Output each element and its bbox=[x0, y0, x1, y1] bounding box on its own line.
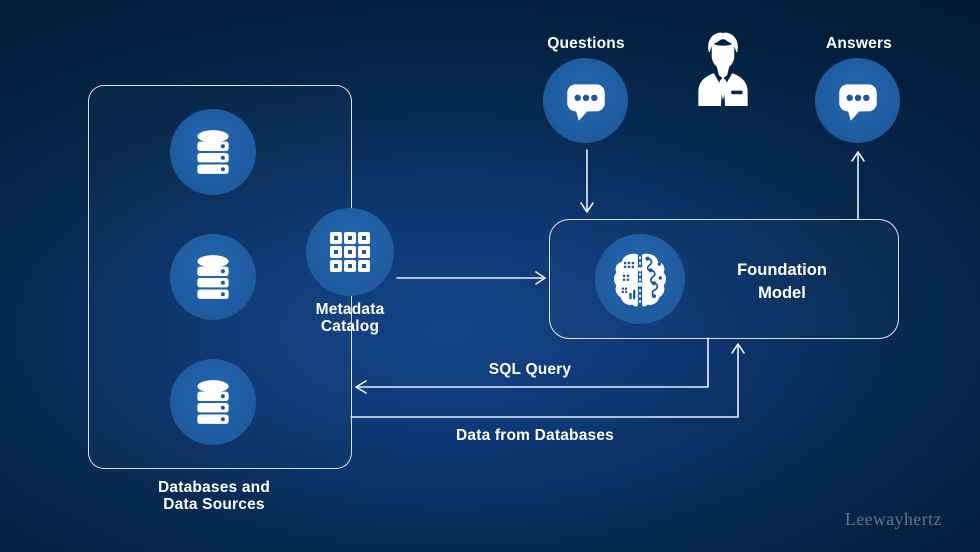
database-node-1 bbox=[170, 109, 256, 195]
questions-label: Questions bbox=[547, 35, 625, 52]
brain-icon bbox=[612, 249, 668, 309]
chat-bubble-icon bbox=[833, 76, 883, 126]
chat-bubble-icon bbox=[561, 76, 611, 126]
arrow-catalog-to-model bbox=[396, 271, 546, 285]
foundation-model-label: Foundation Model bbox=[737, 261, 827, 303]
metadata-catalog-label: Metadata Catalog bbox=[315, 301, 385, 336]
user-node bbox=[692, 30, 754, 106]
arrow-data-from-databases bbox=[350, 343, 745, 418]
questions-node bbox=[543, 58, 628, 143]
arrow-questions-to-model bbox=[580, 149, 594, 213]
foundation-model-node bbox=[595, 234, 685, 324]
database-icon bbox=[188, 377, 238, 427]
businessman-icon bbox=[692, 30, 754, 106]
databases-label: Databases and Data Sources bbox=[157, 479, 271, 514]
answers-node bbox=[815, 58, 900, 143]
sql-query-label: SQL Query bbox=[488, 361, 572, 378]
foundation-model-box bbox=[549, 219, 899, 339]
metadata-catalog-node bbox=[306, 208, 394, 296]
leewayhertz-logo: Leewayhertz bbox=[845, 509, 942, 529]
database-icon bbox=[188, 252, 238, 302]
database-node-2 bbox=[170, 234, 256, 320]
data-from-databases-label: Data from Databases bbox=[456, 427, 614, 444]
database-icon bbox=[188, 127, 238, 177]
arrow-sql-query bbox=[355, 337, 709, 394]
grid-catalog-icon bbox=[326, 228, 374, 276]
answers-label: Answers bbox=[825, 35, 893, 52]
arrow-model-to-answers bbox=[851, 151, 865, 220]
database-node-3 bbox=[170, 359, 256, 445]
